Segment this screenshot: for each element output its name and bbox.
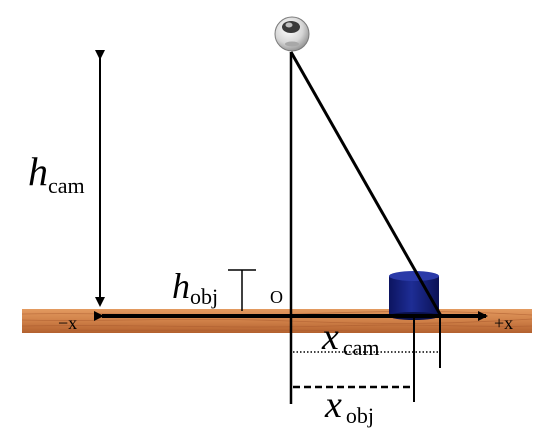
camera-ray-line: [289, 51, 443, 317]
x-cam-subscript: cam: [342, 335, 380, 360]
webcam-icon: [274, 16, 310, 52]
x-obj-symbol: x: [325, 384, 342, 426]
neg-x-label: −x: [58, 313, 78, 333]
x-obj-subscript: obj: [345, 403, 374, 428]
h-obj-subscript: obj: [190, 284, 219, 309]
h-obj-bracket: [228, 269, 256, 311]
cylinder-object: [389, 271, 439, 320]
floor: [22, 309, 532, 333]
origin-label: O: [270, 287, 283, 307]
pos-x-label: +x: [494, 313, 514, 333]
x-cam-symbol: x: [322, 316, 339, 358]
h-obj-symbol: h: [172, 266, 190, 306]
h-cam-label: hcam: [28, 149, 85, 197]
h-obj-label: hobj: [172, 266, 218, 308]
h-cam-subscript: cam: [48, 173, 85, 198]
h-cam-symbol: h: [28, 149, 48, 194]
